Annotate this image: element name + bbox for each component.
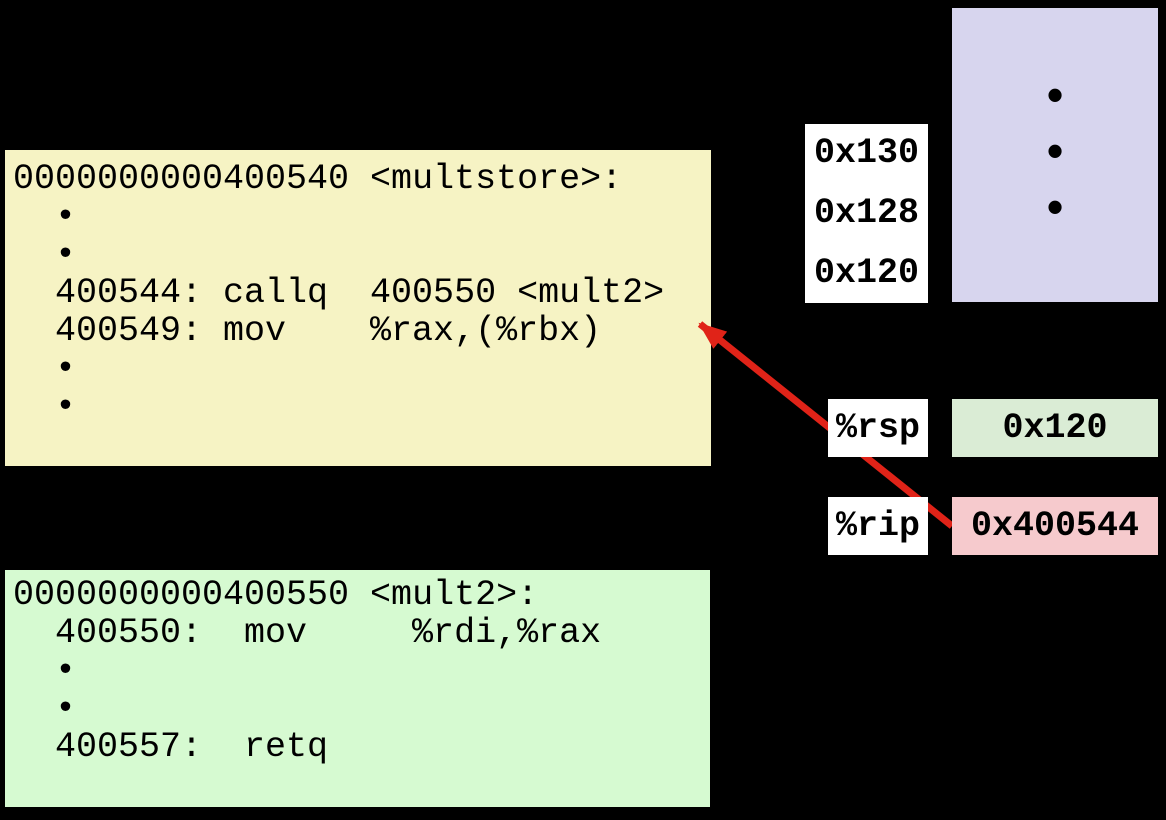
multstore-callq-instruction: 400544: callq 400550 <mult2> — [55, 273, 665, 313]
mult2-title: 0000000000400550 <mult2>: — [13, 575, 539, 615]
mult2-mov-instruction: 400550: mov %rdi,%rax — [55, 613, 602, 653]
stack-address-0x130: 0x130 — [813, 133, 920, 174]
mult2-ellipsis-dot: • — [55, 689, 77, 729]
multstore-disassembly-box: 0000000000400540 <multstore>: • • 400544… — [5, 150, 711, 466]
multstore-mov-instruction: 400549: mov %rax,(%rbx) — [55, 311, 602, 351]
multstore-ellipsis-dot: • — [55, 197, 77, 237]
rip-register-value: 0x400544 — [952, 497, 1158, 555]
stack-address-0x128: 0x128 — [813, 192, 920, 233]
stack-ellipsis-dot: • — [1041, 185, 1069, 237]
rip-register-label: %rip — [828, 497, 928, 555]
stack-ellipsis-dot: • — [1041, 73, 1069, 125]
stack-address-labels-box: 0x130 0x128 0x120 — [805, 124, 928, 303]
rsp-register-label: %rsp — [828, 399, 928, 457]
multstore-title: 0000000000400540 <multstore>: — [13, 159, 623, 199]
mult2-retq-instruction: 400557: retq — [55, 727, 329, 767]
multstore-ellipsis-dot: • — [55, 387, 77, 427]
multstore-ellipsis-dot: • — [55, 235, 77, 275]
stack-ellipsis-dot: • — [1041, 129, 1069, 181]
rsp-register-value: 0x120 — [952, 399, 1158, 457]
multstore-ellipsis-dot: • — [55, 349, 77, 389]
stack-address-0x120: 0x120 — [813, 252, 920, 293]
mult2-ellipsis-dot: • — [55, 651, 77, 691]
mult2-disassembly-box: 0000000000400550 <mult2>: 400550: mov %r… — [5, 570, 710, 807]
stack-region-box: • • • — [952, 8, 1158, 302]
